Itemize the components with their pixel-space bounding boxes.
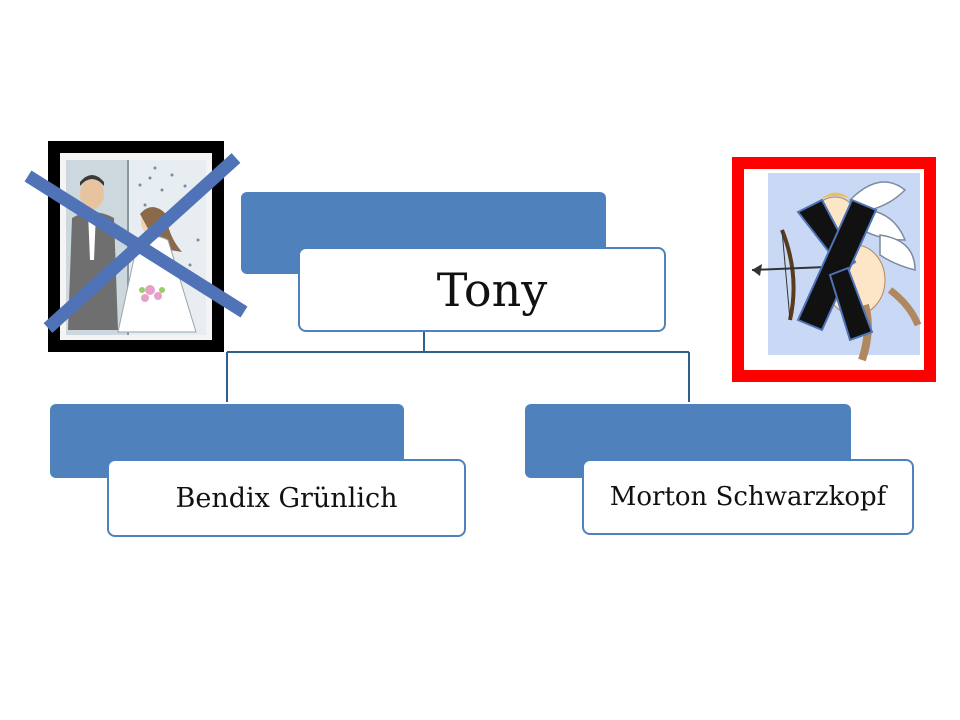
left-node-label: Bendix Grünlich: [175, 482, 398, 514]
right-node-label-box: Morton Schwarzkopf: [582, 459, 914, 535]
left-node-label-box: Bendix Grünlich: [107, 459, 466, 537]
root-node-label: Tony: [436, 262, 548, 317]
root-node-label-box: Tony: [298, 247, 666, 332]
right-node-label: Morton Schwarzkopf: [609, 482, 887, 512]
